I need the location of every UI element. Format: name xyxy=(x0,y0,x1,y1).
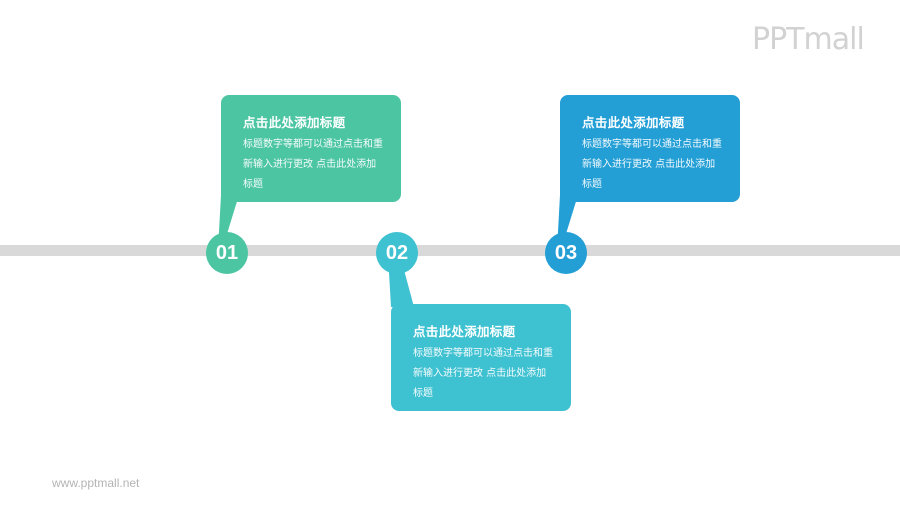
step-2-callout[interactable]: 点击此处添加标题 标题数字等都可以通过点击和重新输入进行更改 点击此处添加标题 xyxy=(391,304,571,411)
step-3-number: 03 xyxy=(554,241,578,264)
step-1-number: 01 xyxy=(215,241,239,264)
step-2-description[interactable]: 标题数字等都可以通过点击和重新输入进行更改 点击此处添加标题 xyxy=(413,348,553,399)
step-1-callout[interactable]: 点击此处添加标题 标题数字等都可以通过点击和重新输入进行更改 点击此处添加标题 xyxy=(221,95,401,202)
step-3-description[interactable]: 标题数字等都可以通过点击和重新输入进行更改 点击此处添加标题 xyxy=(582,139,722,190)
timeline-line xyxy=(0,245,900,256)
step-3-number-badge: 03 xyxy=(545,232,587,274)
step-2-number: 02 xyxy=(385,241,409,264)
step-1-title[interactable]: 点击此处添加标题 xyxy=(243,115,346,130)
step-1-description[interactable]: 标题数字等都可以通过点击和重新输入进行更改 点击此处添加标题 xyxy=(243,139,383,190)
step-1-number-badge: 01 xyxy=(206,232,248,274)
pptmall-logo: PPTmall xyxy=(752,22,865,57)
step-2-number-badge: 02 xyxy=(376,232,418,274)
footer-url: www.pptmall.net xyxy=(52,476,140,490)
step-2-title[interactable]: 点击此处添加标题 xyxy=(413,324,516,339)
step-3-title[interactable]: 点击此处添加标题 xyxy=(582,115,685,130)
step-3-callout[interactable]: 点击此处添加标题 标题数字等都可以通过点击和重新输入进行更改 点击此处添加标题 xyxy=(560,95,740,202)
